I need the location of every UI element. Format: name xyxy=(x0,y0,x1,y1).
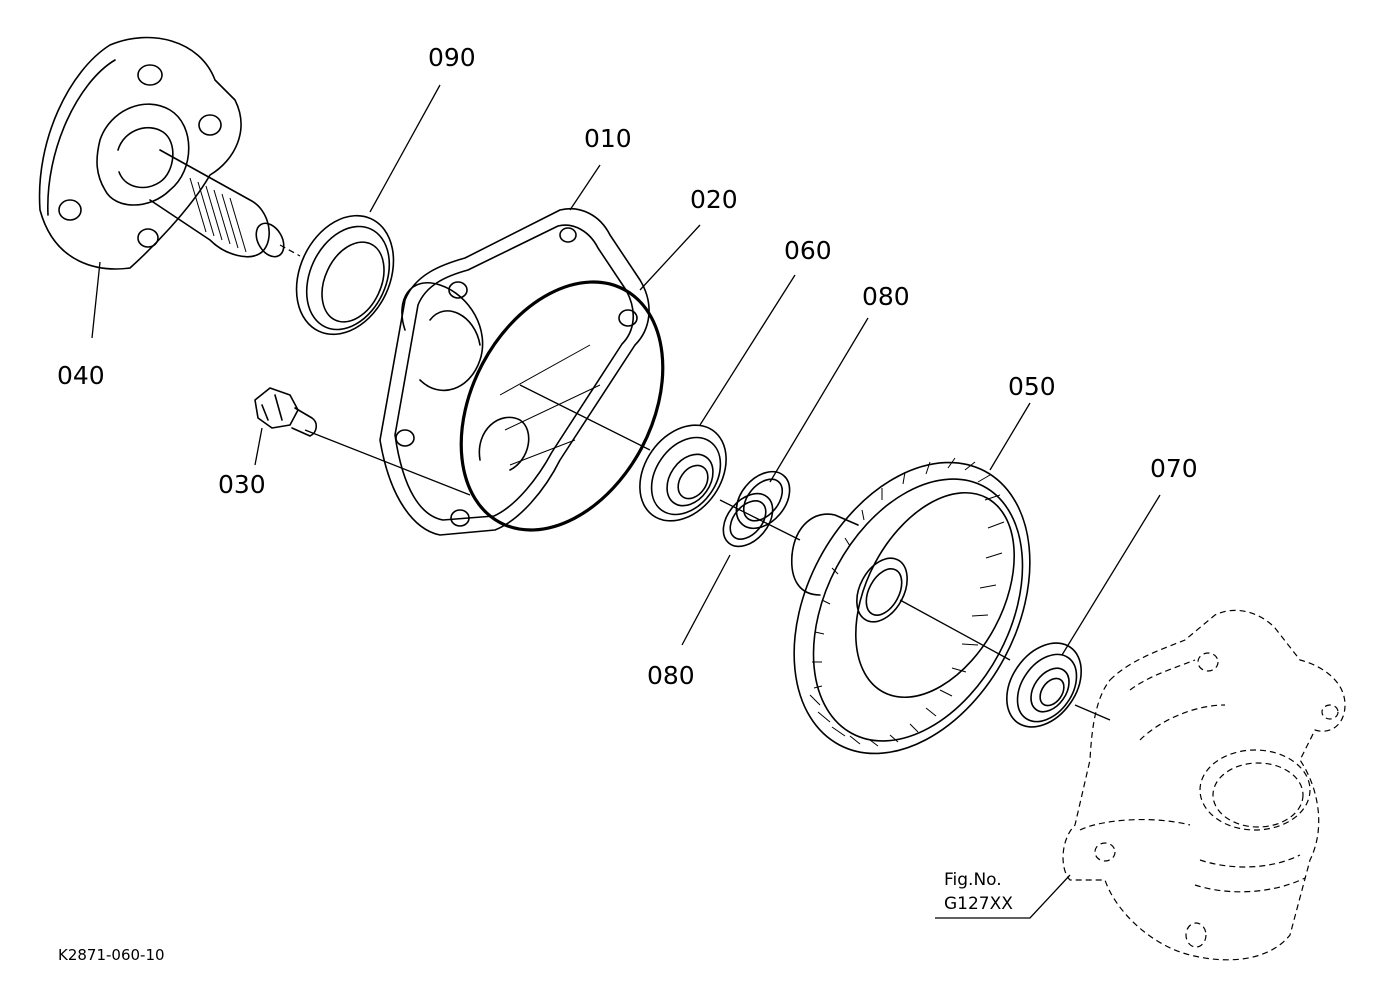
callout-090: 090 xyxy=(428,43,476,72)
part-060-bearing xyxy=(519,274,796,522)
fig-reference-line1: Fig.No. xyxy=(944,870,1002,890)
callout-060: 060 xyxy=(784,236,832,265)
callout-050: 050 xyxy=(1008,372,1056,401)
callout-030: 030 xyxy=(218,470,266,499)
part-010-case xyxy=(379,164,650,536)
part-090-oil-seal xyxy=(295,84,441,336)
callout-070: 070 xyxy=(1150,454,1198,483)
part-070-bearing xyxy=(1006,494,1161,728)
part-050-bevel-gear xyxy=(791,402,1031,755)
callout-080-bottom: 080 xyxy=(647,661,695,690)
callout-080-top: 080 xyxy=(862,282,910,311)
callout-010: 010 xyxy=(584,124,632,153)
callout-040: 040 xyxy=(57,361,105,390)
fig-reference-line2: G127XX xyxy=(944,894,1013,914)
part-040-flange-shaft xyxy=(38,36,301,339)
part-020-o-ring xyxy=(459,224,701,532)
callout-020: 020 xyxy=(690,185,738,214)
part-080-shims xyxy=(681,317,869,646)
part-030-bolt xyxy=(254,387,471,496)
reference-housing-dashed xyxy=(935,609,1346,961)
drawing-code: K2871-060-10 xyxy=(58,946,165,964)
